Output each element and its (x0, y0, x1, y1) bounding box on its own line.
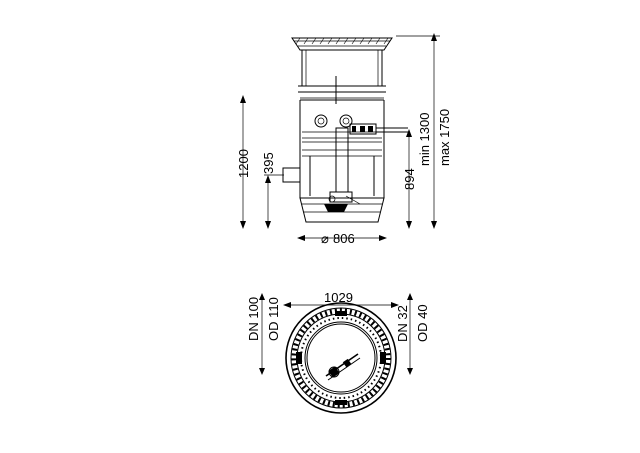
extension-shaft (298, 50, 386, 104)
outlet-od-label: OD 40 (415, 304, 430, 342)
dimension-395: 395 (261, 152, 284, 229)
outlet-dn-label: DN 32 (395, 305, 410, 342)
top-view: 1029 DN 100 OD 110 DN 32 OD 40 (246, 290, 430, 414)
dim-diameter-label: 806 (333, 231, 355, 246)
dim-outlet-label: 894 (402, 168, 417, 190)
dim-max-label: max 1750 (437, 109, 452, 166)
ring-tabs (296, 311, 386, 405)
inlet-dn-label: DN 100 (246, 297, 261, 341)
cover-frame (291, 37, 393, 51)
dim-min-label: min 1300 (417, 113, 432, 166)
cover-rings (285, 302, 397, 414)
dim-width-label: 1029 (324, 290, 353, 305)
diameter-symbol: ⌀ (321, 231, 329, 246)
outlet-label-group: DN 32 OD 40 (395, 293, 430, 375)
side-view: 1200 395 894 min 1300 max 1750 (236, 33, 452, 246)
dim-inlet-label: 395 (261, 152, 276, 174)
pump-top-view (325, 353, 361, 381)
dim-height-label: 1200 (236, 149, 251, 178)
dimension-806: ⌀ 806 (297, 231, 387, 246)
dimension-1029: 1029 (283, 290, 399, 308)
inlet-pipe (282, 167, 301, 183)
inlet-label-group: DN 100 OD 110 (246, 293, 281, 375)
dimension-min-max: min 1300 max 1750 (396, 33, 452, 229)
pump-assembly (324, 123, 408, 212)
tank-base (299, 197, 385, 223)
tank-body (299, 99, 385, 198)
dimension-1200: 1200 (236, 95, 251, 229)
dimension-894: 894 (402, 129, 417, 229)
inlet-od-label: OD 110 (266, 297, 281, 341)
